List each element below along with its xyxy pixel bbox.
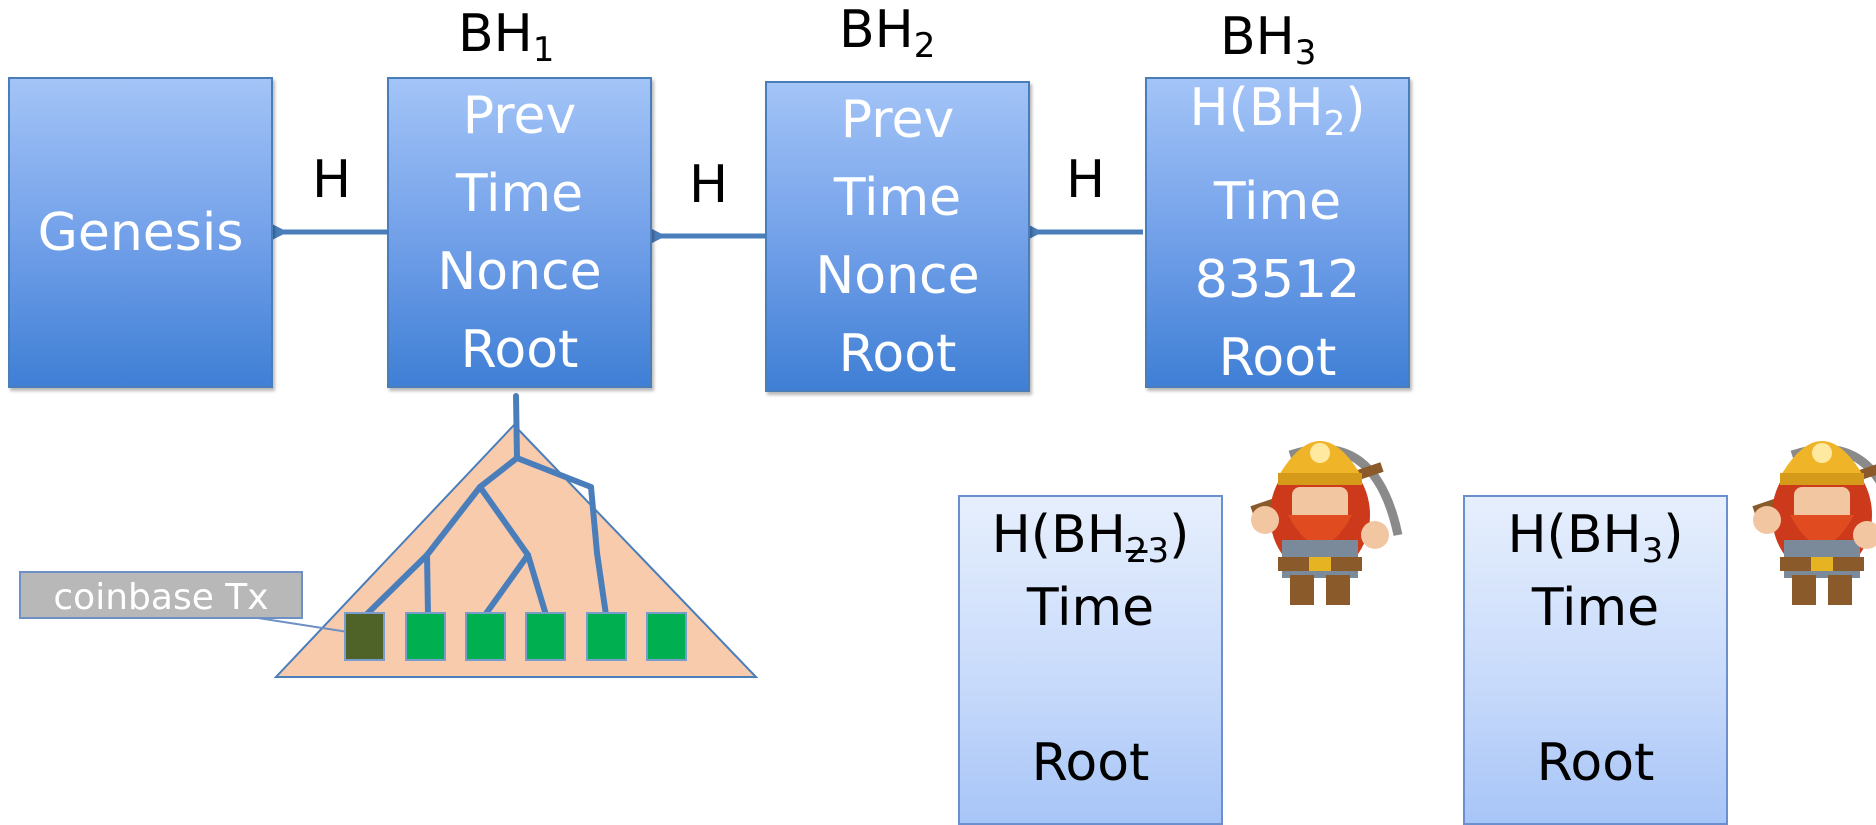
candidate-block-1: H(BH23) Time Root — [958, 495, 1223, 825]
tx-leaf — [405, 612, 446, 661]
hash-label: H — [1066, 150, 1106, 210]
candidate-1-root: Root — [1031, 733, 1150, 793]
bh2-time: Time — [833, 167, 962, 228]
candidate-2-root: Root — [1536, 733, 1655, 793]
bh3-root: Root — [1218, 327, 1337, 388]
bh2-title: BH2 — [839, 0, 936, 66]
miner-icon — [1752, 441, 1876, 605]
tx-leaf — [586, 612, 627, 661]
candidate-1-time: Time — [1026, 578, 1155, 638]
bh3-nonce: 83512 — [1194, 249, 1361, 310]
miner-icon — [1250, 441, 1403, 605]
candidate-2-time: Time — [1531, 578, 1660, 638]
bh3-prev: H(BH2) — [1189, 77, 1366, 144]
bh1-time: Time — [455, 163, 584, 224]
bh2-prev: Prev — [840, 89, 955, 150]
genesis-label: Genesis — [37, 202, 244, 263]
bh1-prev: Prev — [462, 85, 577, 146]
bh3-title: BH3 — [1220, 7, 1317, 73]
candidate-block-2: H(BH3) Time Root — [1463, 495, 1728, 825]
hash-label: H — [689, 155, 729, 215]
hash-label: H — [312, 150, 352, 210]
bh3-time: Time — [1213, 171, 1342, 232]
genesis-block: Genesis — [8, 77, 273, 388]
merkle-branches — [363, 393, 609, 618]
bh1-root: Root — [460, 319, 579, 380]
diagram-graphics — [248, 212, 1876, 678]
bh1-title: BH1 — [458, 4, 555, 70]
bh2-block: Prev Time Nonce Root — [765, 81, 1030, 392]
bh1-block: Prev Time Nonce Root — [387, 77, 652, 388]
bh1-nonce: Nonce — [437, 241, 602, 302]
candidate-1-prev: H(BH23) — [991, 505, 1190, 571]
bh2-nonce: Nonce — [815, 245, 980, 306]
coinbase-connector — [257, 617, 349, 633]
bh2-root: Root — [838, 323, 957, 384]
tx-leaf — [525, 612, 566, 661]
tx-leaf — [465, 612, 506, 661]
merkle-tree-triangle — [273, 423, 759, 678]
bh3-block: H(BH2) Time 83512 Root — [1145, 77, 1410, 388]
coinbase-tx-label: coinbase Tx — [19, 571, 303, 619]
tx-leaf — [646, 612, 687, 661]
coinbase-leaf — [344, 612, 385, 661]
candidate-2-prev: H(BH3) — [1507, 505, 1684, 571]
